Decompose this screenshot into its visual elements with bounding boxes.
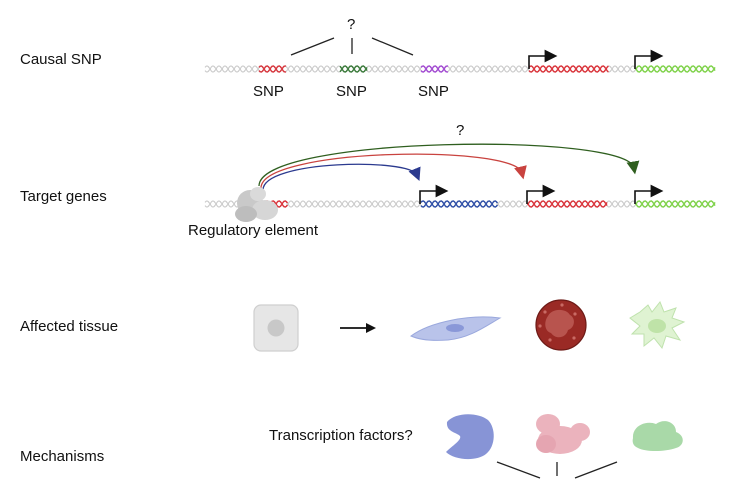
transcription-factors-label: Transcription factors? — [269, 427, 413, 444]
promoter-arrow-icon — [419, 184, 449, 204]
row-label-mechanisms: Mechanisms — [20, 448, 105, 465]
row-label-affected-tissue: Affected tissue — [20, 318, 119, 335]
regulatory-protein-icon — [235, 187, 278, 222]
question-tree-left — [290, 37, 335, 56]
causal-question-mark: ? — [347, 16, 356, 33]
promoter-arrow-icon — [634, 184, 664, 204]
snp-label: SNP — [336, 83, 367, 100]
promoter-arrow-icon — [526, 184, 556, 204]
generic-cell-icon — [253, 304, 299, 352]
tf-tree-right — [574, 461, 618, 479]
granulocyte-cell-icon — [535, 299, 587, 351]
question-tree-right — [371, 37, 414, 56]
dna-strand-target — [204, 200, 716, 208]
promoter-arrow-icon — [528, 49, 558, 69]
dna-strand-causal — [204, 65, 716, 73]
regulation-arrow-blue — [262, 163, 421, 191]
target-question-mark: ? — [456, 122, 465, 139]
promoter-arrow-icon — [634, 49, 664, 69]
transcription-factor-blue-icon — [446, 414, 494, 460]
snp-label: SNP — [253, 83, 284, 100]
transcription-factor-pink-icon — [536, 414, 590, 454]
snp-label: SNP — [418, 83, 449, 100]
regulatory-element-label: Regulatory element — [188, 222, 319, 239]
regulation-arrow-red — [260, 153, 527, 189]
tf-tree-left — [496, 461, 541, 479]
fibroblast-cell-icon — [410, 316, 502, 341]
dendritic-cell-icon — [629, 301, 686, 350]
row-label-target-genes: Target genes — [20, 188, 107, 205]
row-label-causal-snp: Causal SNP — [20, 51, 102, 68]
differentiation-arrow-icon — [340, 323, 376, 333]
regulation-arrow-green — [258, 143, 640, 187]
transcription-factor-green-icon — [632, 421, 683, 451]
